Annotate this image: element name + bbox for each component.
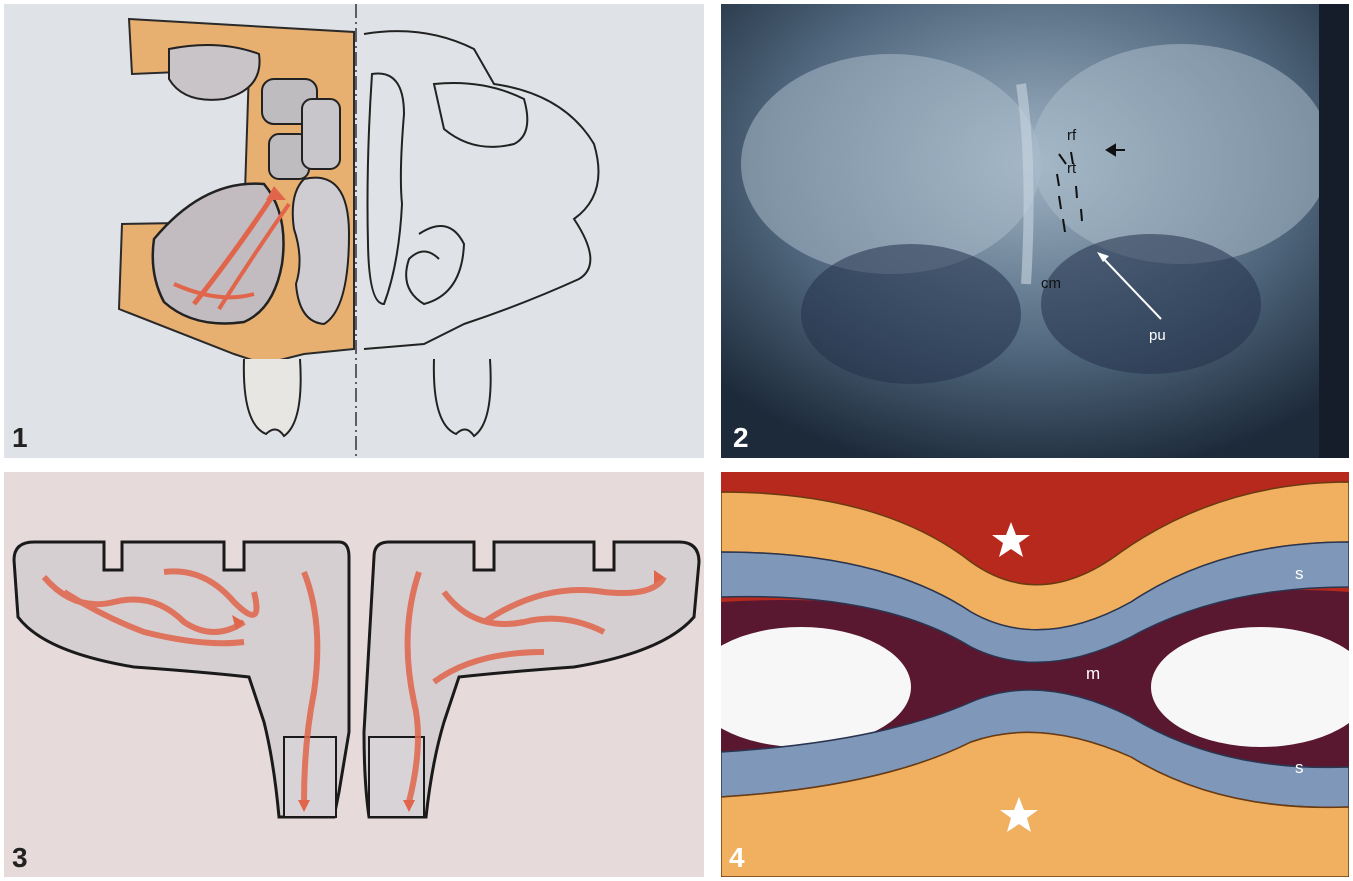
panel-3-sinus-airflow-drawing: 3 — [4, 472, 704, 877]
label-rf: rf — [1067, 128, 1076, 143]
panel-number: 2 — [733, 424, 749, 452]
panel-number: 1 — [12, 424, 28, 452]
panel-number: 3 — [12, 844, 28, 872]
label-rt: rt — [1067, 161, 1076, 176]
panel-1-coronal-drawing: 1 — [4, 4, 704, 458]
label-s-bottom: s — [1295, 759, 1304, 776]
label-pu: pu — [1149, 328, 1166, 343]
label-m: m — [1086, 665, 1100, 682]
sinus-radiograph — [721, 4, 1349, 458]
label-s-top: s — [1295, 565, 1304, 582]
label-cm: cm — [1041, 276, 1061, 291]
ostium-mucosa-drawing — [721, 472, 1349, 877]
panel-number: 4 — [729, 844, 745, 872]
panel-2-radiograph: rf rt cm pu 2 — [721, 4, 1349, 458]
panel-4-ostium-mucosa-drawing: m s s 4 — [721, 472, 1349, 877]
sinus-airflow-drawing — [4, 472, 704, 877]
coronal-sinus-drawing — [4, 4, 704, 458]
